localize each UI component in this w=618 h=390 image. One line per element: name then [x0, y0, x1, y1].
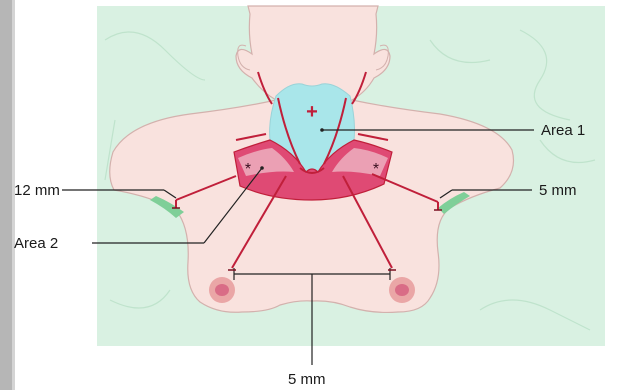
left-nipple-icon: [209, 277, 235, 303]
left-measurement-label: 12 mm: [14, 183, 60, 198]
right-nipple-icon: [389, 277, 415, 303]
area1-label: Area 1: [541, 123, 585, 138]
area1-plus-mark: +: [306, 101, 318, 123]
left-gray-bar: [0, 0, 12, 390]
area2-left-asterisk: *: [245, 161, 251, 178]
area2-leader-dot: [260, 166, 264, 170]
right-measurement-label: 5 mm: [539, 183, 577, 198]
area2-label: Area 2: [14, 236, 58, 251]
area2-right-asterisk: *: [373, 161, 379, 178]
bottom-measurement-label: 5 mm: [288, 372, 326, 387]
area1-leader-dot: [320, 128, 324, 132]
